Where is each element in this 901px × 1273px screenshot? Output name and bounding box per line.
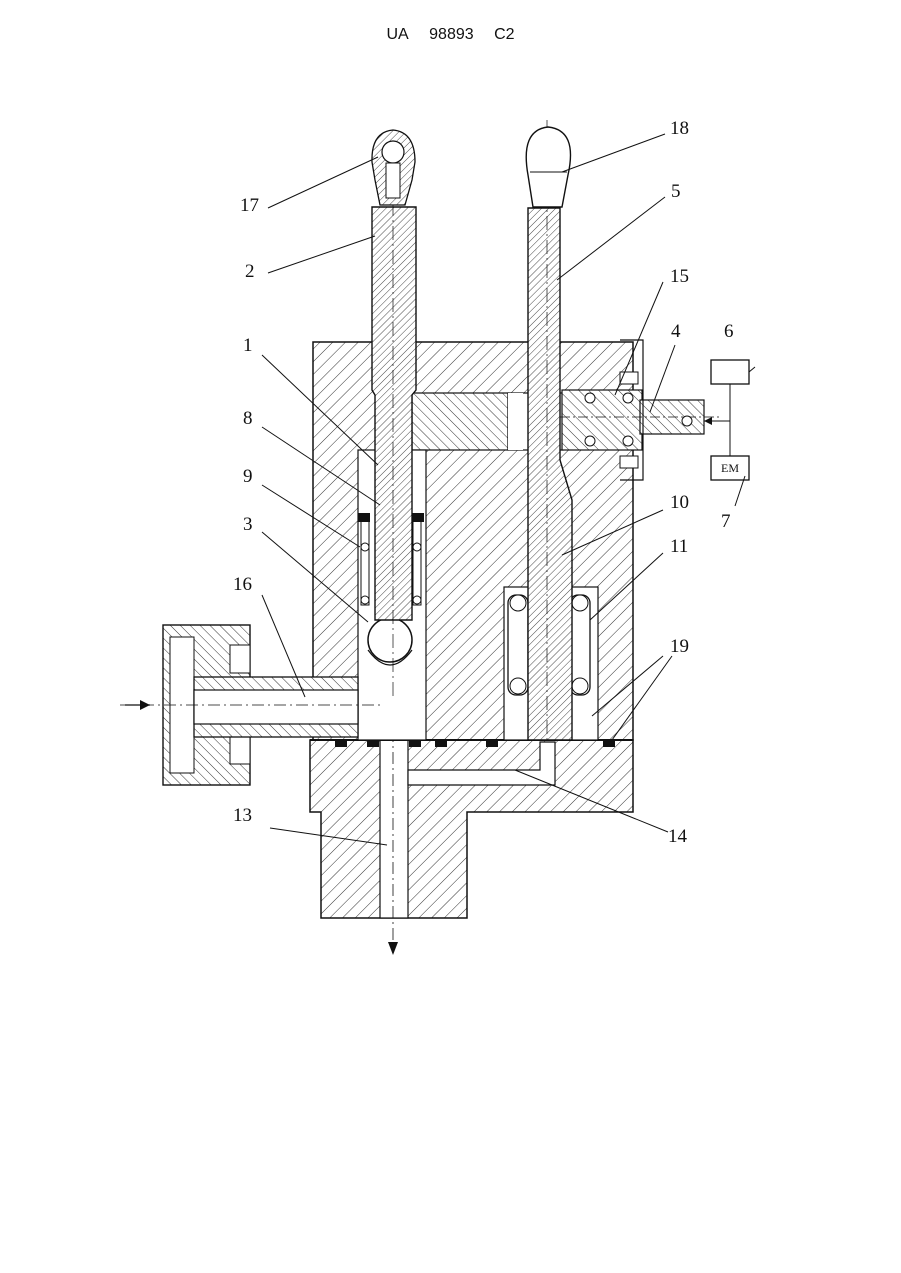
label-14: 14 <box>668 826 688 847</box>
label-5: 5 <box>671 181 681 202</box>
label-6: 6 <box>724 321 734 342</box>
control-box-6 <box>711 360 749 384</box>
label-7: 7 <box>721 511 731 532</box>
lower-base <box>310 730 633 950</box>
knob-18 <box>526 127 570 207</box>
label-19: 19 <box>670 636 689 657</box>
label-15: 15 <box>670 266 689 287</box>
label-4: 4 <box>671 321 681 342</box>
label-18: 18 <box>670 118 689 139</box>
label-3: 3 <box>243 514 253 535</box>
label-16: 16 <box>233 574 252 595</box>
label-17: 17 <box>240 195 259 216</box>
label-9: 9 <box>243 466 253 487</box>
label-11: 11 <box>670 536 688 557</box>
label-10: 10 <box>670 492 689 513</box>
control-boxes: EM <box>704 360 749 480</box>
left-stem-2 <box>372 130 416 700</box>
em-box-label: EM <box>721 461 739 475</box>
outlet-arrow <box>388 942 398 955</box>
label-1: 1 <box>243 335 253 356</box>
label-13: 13 <box>233 805 252 826</box>
stem-cap-17 <box>372 130 415 205</box>
label-2: 2 <box>245 261 255 282</box>
label-8: 8 <box>243 408 253 429</box>
